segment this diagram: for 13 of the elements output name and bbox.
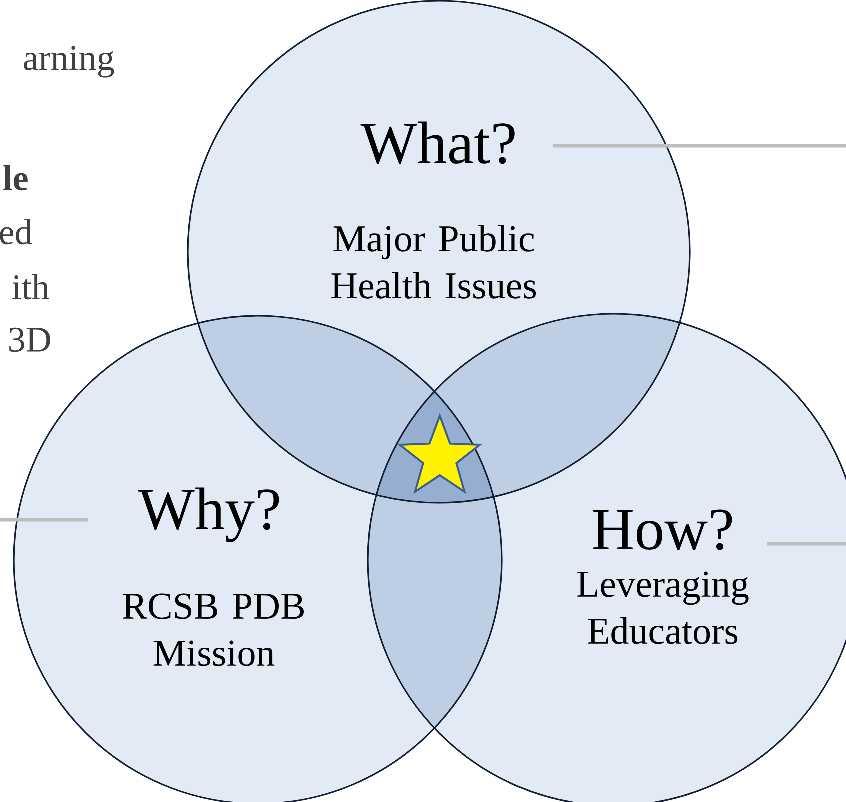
- leader-line: [0, 518, 88, 522]
- circle-title: What?: [360, 122, 515, 164]
- text-fragment: arning: [24, 46, 114, 78]
- circle-title: How?: [593, 510, 732, 550]
- leader-line: [767, 542, 846, 546]
- circle-subtitle: RCSB PDB Mission: [123, 594, 304, 666]
- circle-title: Why?: [138, 488, 280, 542]
- text-fragment: le: [4, 165, 28, 191]
- text-fragment: 3D: [10, 328, 50, 352]
- text-fragment: ed: [0, 219, 32, 245]
- circle-subtitle: Major Public Health Issues: [332, 225, 536, 299]
- leader-line: [553, 144, 846, 148]
- circle-subtitle: Leveraging Educators: [578, 572, 749, 644]
